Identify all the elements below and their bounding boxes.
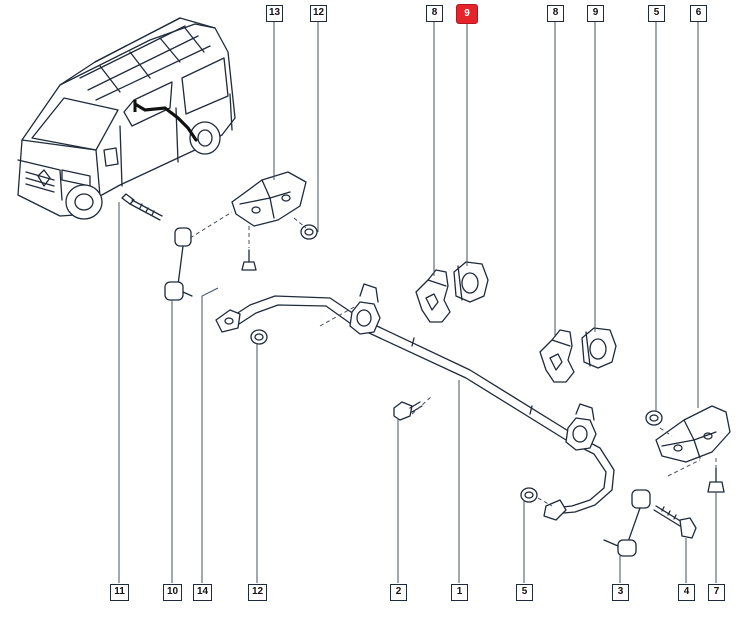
callout-12-top[interactable]: 12 xyxy=(310,5,327,22)
nut-12-bottom xyxy=(250,329,268,345)
callout-2[interactable]: 2 xyxy=(390,584,407,601)
right-bracket-6 xyxy=(655,405,731,463)
nut-12-top xyxy=(300,224,318,240)
left-link-rod-10 xyxy=(121,193,193,301)
callout-7[interactable]: 7 xyxy=(708,584,725,601)
callout-8-right[interactable]: 8 xyxy=(547,5,564,22)
right-link-rod-3 xyxy=(603,489,651,557)
bolt-2 xyxy=(393,401,423,421)
nut-5-top xyxy=(645,410,663,426)
callout-4[interactable]: 4 xyxy=(678,584,695,601)
callout-8-left[interactable]: 8 xyxy=(426,5,443,22)
callout-9-highlighted[interactable]: 9 xyxy=(456,4,478,24)
callout-9-right[interactable]: 9 xyxy=(587,5,604,22)
callout-14[interactable]: 14 xyxy=(193,584,212,601)
callout-5-top[interactable]: 5 xyxy=(648,5,665,22)
van-illustration xyxy=(17,17,236,220)
anti-roll-bar-1 xyxy=(215,283,615,521)
callout-13-top[interactable]: 13 xyxy=(266,5,283,22)
nut-5-bottom xyxy=(520,487,538,503)
callout-11[interactable]: 11 xyxy=(110,584,129,601)
bolt-under-left-bracket xyxy=(241,249,257,271)
bushing-9-left xyxy=(453,261,489,303)
bolt-7 xyxy=(707,467,725,493)
callout-6-top[interactable]: 6 xyxy=(690,5,707,22)
leader-lines xyxy=(118,22,717,583)
clamp-8-left xyxy=(415,269,451,323)
callout-12-bottom[interactable]: 12 xyxy=(248,584,267,601)
callout-5-bottom[interactable]: 5 xyxy=(516,584,533,601)
clamp-8-right xyxy=(539,329,575,383)
callout-3[interactable]: 3 xyxy=(612,584,629,601)
callout-1[interactable]: 1 xyxy=(451,584,468,601)
callout-10[interactable]: 10 xyxy=(163,584,182,601)
left-bracket-13 xyxy=(231,171,307,227)
bushing-9-right xyxy=(581,327,617,369)
bolt-4 xyxy=(653,505,697,539)
